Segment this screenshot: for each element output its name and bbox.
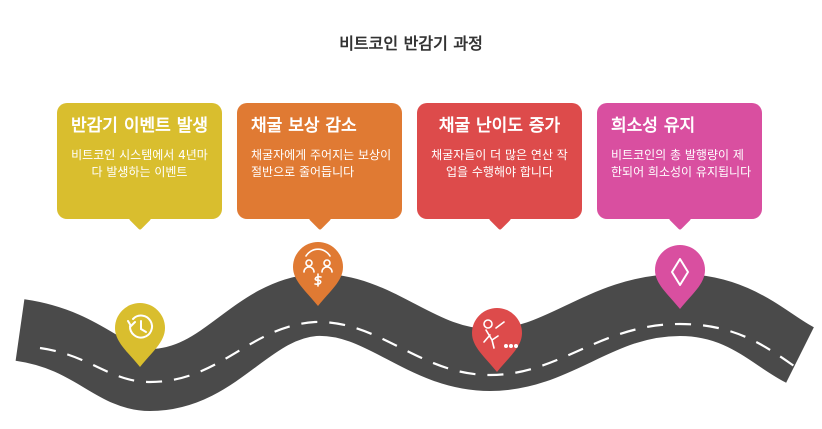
- step-description: 채굴자에게 주어지는 보상이 절반으로 줄어듭니다: [251, 148, 392, 179]
- step-title: 채굴 보상 감소: [251, 116, 357, 136]
- step-card-4: 희소성 유지 비트코인의 총 발행량이 제한되어 희소성이 유지됩니다: [597, 103, 762, 219]
- step-description: 비트코인의 총 발행량이 제한되어 희소성이 유지됩니다: [611, 148, 752, 179]
- step-title: 희소성 유지: [611, 116, 696, 136]
- step-description: 채굴자들이 더 많은 연산 작업을 수행해야 합니다: [431, 148, 568, 179]
- marker-step2: [293, 242, 343, 306]
- miner-effort-icon: [483, 319, 518, 349]
- step-description: 비트코인 시스템에서 4년마다 발생하는 이벤트: [71, 148, 208, 179]
- people-exchange-coin-icon: [303, 248, 333, 287]
- step-card-3: 채굴 난이도 증가 채굴자들이 더 많은 연산 작업을 수행해야 합니다: [417, 103, 582, 219]
- diamond-icon: [671, 258, 689, 286]
- diagram-title: 비트코인 반감기 과정: [339, 34, 483, 53]
- marker-step1: [115, 303, 165, 367]
- marker-step4: [655, 245, 705, 309]
- step-card-1: 반감기 이벤트 발생 비트코인 시스템에서 4년마다 발생하는 이벤트: [57, 103, 222, 219]
- clock-history-icon: [127, 314, 153, 339]
- step-title: 반감기 이벤트 발생: [71, 116, 208, 136]
- marker-step3: [472, 308, 522, 372]
- step-title: 채굴 난이도 증가: [438, 116, 561, 136]
- step-card-2: 채굴 보상 감소 채굴자에게 주어지는 보상이 절반으로 줄어듭니다: [237, 103, 402, 219]
